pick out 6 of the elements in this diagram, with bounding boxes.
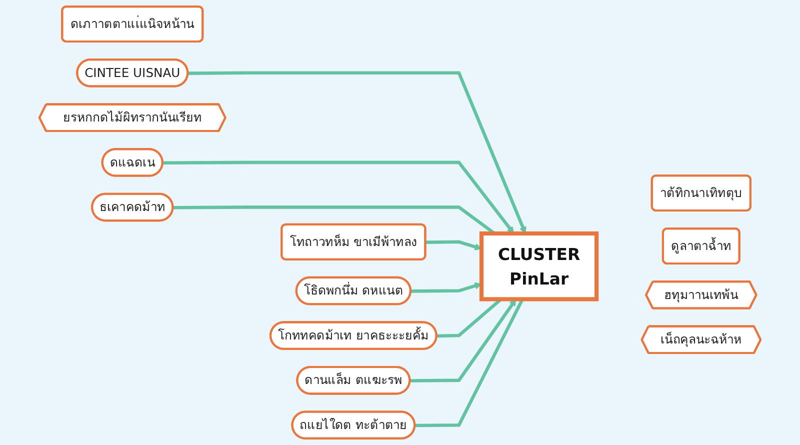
node-box: CLUSTER PinLar: [479, 231, 599, 302]
arrow: [188, 71, 526, 234]
arrow: [410, 298, 516, 382]
arrow: [426, 240, 482, 250]
arrow: [410, 282, 482, 293]
arrow: [162, 160, 514, 234]
